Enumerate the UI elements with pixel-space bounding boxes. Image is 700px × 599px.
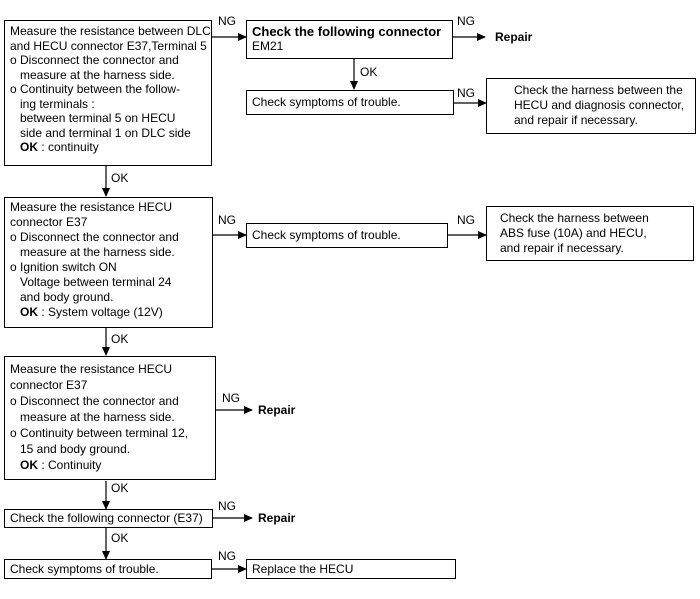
step4-text: Check the following connector (E37) <box>10 511 203 525</box>
step2-ok-criterion: OK : System voltage (12V) <box>10 305 207 320</box>
step2-line: Measure the resistance HECU <box>10 200 173 214</box>
step1-line: o Disconnect the connector and <box>10 53 179 67</box>
ok-value: : continuity <box>38 140 99 154</box>
step3-line: o Disconnect the connector and <box>10 394 179 408</box>
symptoms-box-2: Check symptoms of trouble. <box>246 223 448 248</box>
harness-line: ABS fuse (10A) and HECU, <box>500 226 647 240</box>
ng-label: NG <box>457 213 475 227</box>
step1-box: Measure the resistance between DLC and H… <box>4 20 212 166</box>
replace-text: Replace the HECU <box>252 562 354 576</box>
step2-line: connector E37 <box>10 215 88 229</box>
step1-line: o Continuity between the follow- <box>10 82 181 96</box>
repair-label: Repair <box>258 403 296 417</box>
step2-line: o Ignition switch ON <box>10 260 117 274</box>
ng-label: NG <box>457 86 475 100</box>
harness-line: Check the harness between <box>500 211 649 225</box>
check-connector-em21-box: Check the following connector EM21 <box>246 20 453 59</box>
step3-line: connector E37 <box>10 378 88 392</box>
step2-line: Voltage between terminal 24 <box>20 275 172 289</box>
harness-line: HECU and diagnosis connector, <box>514 98 685 112</box>
step1-line: between terminal 5 on HECU <box>20 111 176 125</box>
replace-hecu-box: Replace the HECU <box>246 559 456 579</box>
ok-key: OK <box>20 140 38 154</box>
step1-line: Measure the resistance between DLC <box>10 24 211 38</box>
ok-value: : Continuity <box>38 458 102 472</box>
step2-line: and body ground. <box>20 290 114 304</box>
step1-line: side and terminal 1 on DLC side <box>20 125 191 140</box>
step1-ok-criterion: OK : continuity <box>10 140 206 155</box>
step3-line: 15 and body ground. <box>20 442 131 456</box>
connector-code: EM21 <box>252 39 284 53</box>
ok-label: OK <box>111 481 129 495</box>
symptoms-text: Check symptoms of trouble. <box>252 228 401 242</box>
ok-label: OK <box>111 332 129 346</box>
harness-line: Check the harness between the <box>514 83 683 97</box>
ok-label: OK <box>111 171 129 185</box>
ng-label: NG <box>218 14 236 28</box>
ng-label: NG <box>457 14 475 28</box>
step3-ok-criterion: OK : Continuity <box>10 457 210 473</box>
step3-line: o Continuity between terminal 12, <box>10 426 189 440</box>
ng-label: NG <box>218 499 236 513</box>
harness-check-box-2: Check the harness between ABS fuse (10A)… <box>486 206 694 261</box>
step5-text: Check symptoms of trouble. <box>10 562 159 576</box>
harness-check-box-1: Check the harness between the HECU and d… <box>486 78 696 134</box>
harness-line: and repair if necessary. <box>500 241 624 255</box>
repair-label: Repair <box>258 511 296 525</box>
ng-label: NG <box>218 213 236 227</box>
step3-line: measure at the harness side. <box>20 410 175 424</box>
step2-line: measure at the harness side. <box>20 245 175 259</box>
step3-line: Measure the resistance HECU <box>10 362 173 376</box>
ok-label: OK <box>111 531 129 545</box>
ok-label: OK <box>360 65 378 79</box>
step4-box: Check the following connector (E37) <box>4 509 213 528</box>
step5-box: Check symptoms of trouble. <box>4 559 212 579</box>
ok-key: OK <box>20 458 38 472</box>
ng-label: NG <box>222 391 240 405</box>
check-connector-title: Check the following connector <box>252 24 442 39</box>
step1-line: measure at the harness side. <box>20 67 175 82</box>
harness-line: and repair if necessary. <box>514 113 638 127</box>
ng-label: NG <box>218 549 236 563</box>
step3-box: Measure the resistance HECU connector E3… <box>4 356 216 480</box>
symptoms-box-1: Check symptoms of trouble. <box>246 90 454 115</box>
ok-key: OK <box>20 305 38 319</box>
step2-box: Measure the resistance HECU connector E3… <box>4 197 213 328</box>
step1-line: and HECU connector E37,Terminal 5 <box>10 38 207 53</box>
ok-value: : System voltage (12V) <box>38 305 163 319</box>
symptoms-text: Check symptoms of trouble. <box>252 95 401 109</box>
repair-label: Repair <box>495 30 533 44</box>
step2-line: o Disconnect the connector and <box>10 230 179 244</box>
step1-line: ing terminals : <box>20 96 95 111</box>
